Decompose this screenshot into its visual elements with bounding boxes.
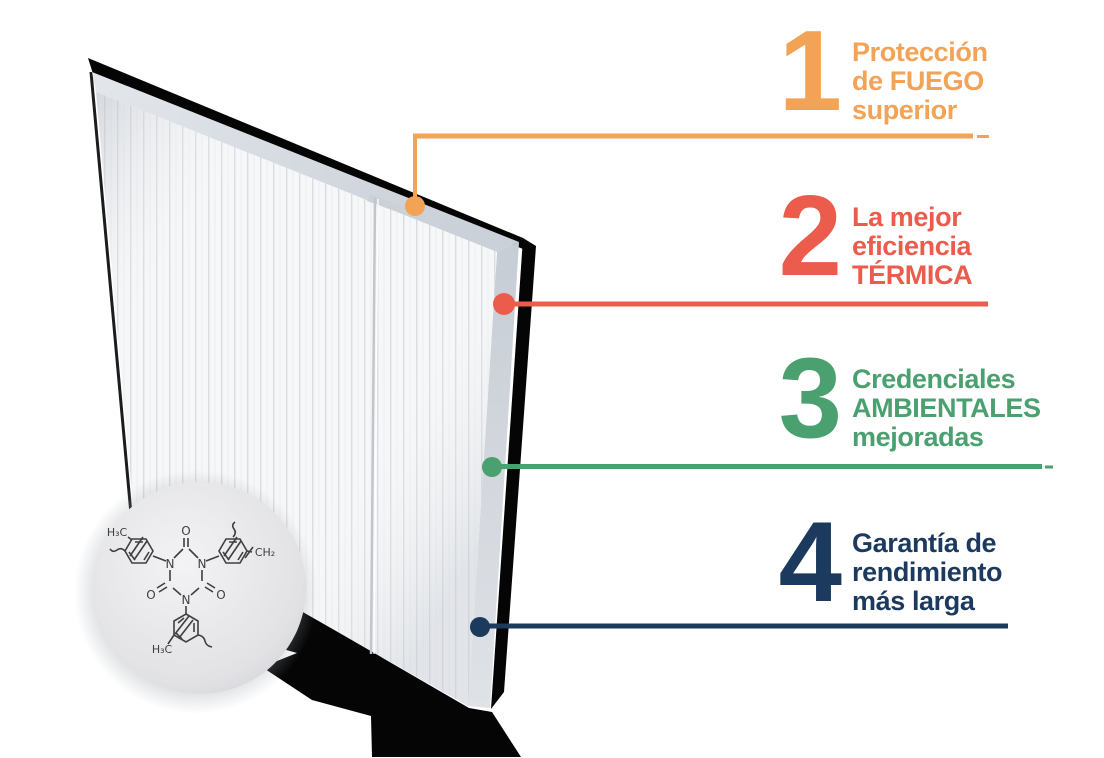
benefit-text: Credenciales AMBIENTALES mejoradas xyxy=(852,362,1041,452)
pointer-lines xyxy=(405,133,1053,637)
benefit-text-line: de FUEGO xyxy=(852,66,984,96)
nitrogen-label: N xyxy=(198,557,207,571)
benefit-item-1: 1 Protección de FUEGO superior xyxy=(772,15,988,129)
item-4-line xyxy=(480,623,1008,629)
benefit-number: 2 xyxy=(778,173,842,300)
benefit-item-3: 3 Credenciales AMBIENTALES mejoradas xyxy=(772,342,1041,456)
methyl-label: H₃C xyxy=(107,526,128,539)
nitrogen-label: N xyxy=(182,593,191,607)
item-4-dot xyxy=(470,617,490,637)
item-3-line-dash xyxy=(1045,465,1053,469)
benefit-text-line: superior xyxy=(852,95,957,125)
benefit-number: 1 xyxy=(778,8,842,135)
benefit-text-line: TÉRMICA xyxy=(852,260,973,290)
methyl-label: H₃C xyxy=(152,643,173,656)
oxygen-label: O xyxy=(216,588,225,602)
benefit-text-line: Credenciales xyxy=(852,364,1016,394)
molecule-diagram xyxy=(109,521,254,648)
benefit-text-line: La mejor xyxy=(852,202,962,232)
benefit-number: 4 xyxy=(778,499,842,626)
oxygen-label: O xyxy=(181,524,190,538)
benefit-text-line: Garantía de xyxy=(852,528,997,558)
item-1-dot xyxy=(405,196,425,216)
benefit-text-line: mejoradas xyxy=(852,422,984,452)
benefit-text: Garantía de rendimiento más larga xyxy=(852,526,1003,616)
item-1-line-dash xyxy=(977,135,989,138)
item-2-line xyxy=(504,301,988,307)
benefit-text-line: más larga xyxy=(852,586,975,616)
item-3-dot xyxy=(482,457,502,477)
panel-left-edge xyxy=(89,71,133,515)
molecule-circle xyxy=(94,482,306,694)
item-1-pointer-vertical xyxy=(413,134,417,202)
benefit-item-2: 2 La mejor eficiencia TÉRMICA xyxy=(772,180,973,294)
item-1-line xyxy=(413,133,973,139)
methylene-label: CH₂ xyxy=(255,546,275,559)
nitrogen-label: N xyxy=(166,557,175,571)
benefit-text: La mejor eficiencia TÉRMICA xyxy=(852,200,973,290)
benefit-text-line: Protección xyxy=(852,37,988,67)
oxygen-label: O xyxy=(146,588,155,602)
item-3-line xyxy=(492,464,1042,469)
benefit-text-line: eficiencia xyxy=(852,231,972,261)
benefit-item-4: 4 Garantía de rendimiento más larga xyxy=(772,506,1003,620)
benefit-number: 3 xyxy=(778,335,842,462)
benefit-text: Protección de FUEGO superior xyxy=(852,35,988,125)
panel-seam-highlight xyxy=(373,198,379,655)
panel-front-face-shading xyxy=(96,92,497,706)
benefit-text-line: AMBIENTALES xyxy=(852,393,1041,423)
item-2-dot xyxy=(493,293,515,315)
benefit-text-line: rendimiento xyxy=(852,557,1003,587)
panel-right-shadow xyxy=(491,238,536,709)
panel-seam xyxy=(369,197,377,655)
